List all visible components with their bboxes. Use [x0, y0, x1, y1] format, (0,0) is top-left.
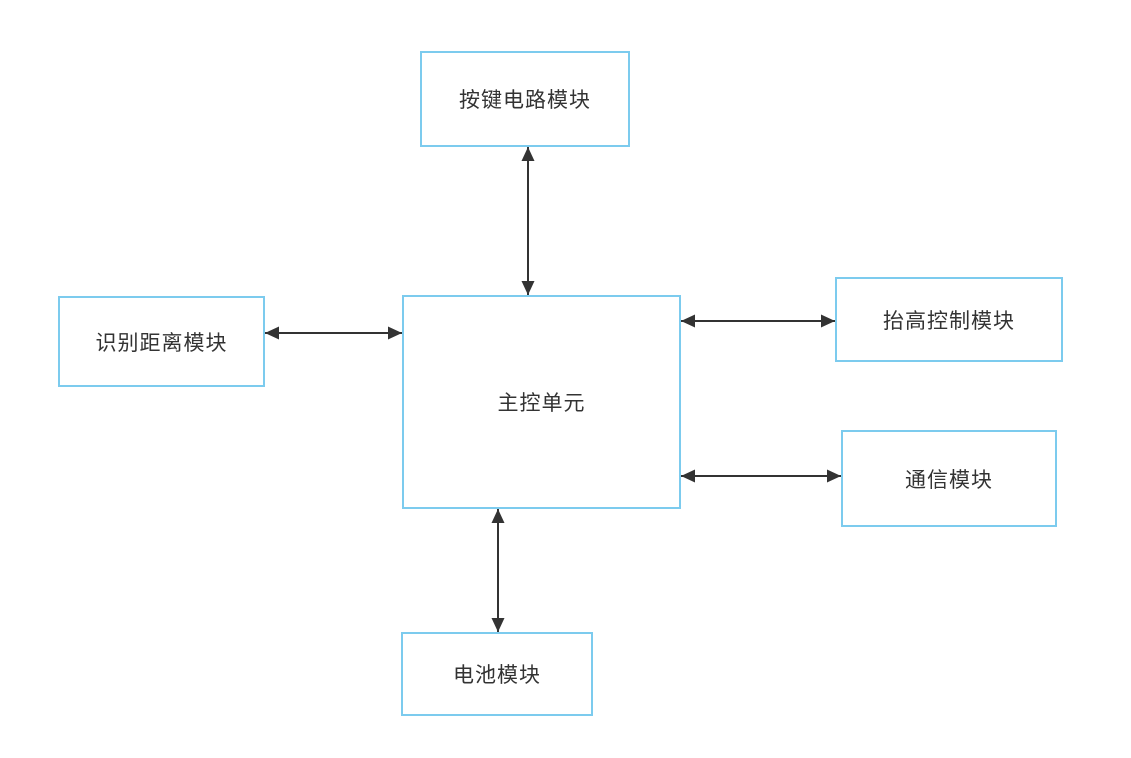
node-label: 识别距离模块: [95, 331, 228, 355]
node-communication-module: 通信模块: [841, 430, 1057, 527]
node-battery-module: 电池模块: [401, 632, 593, 716]
node-lift-control-module: 抬高控制模块: [835, 277, 1063, 362]
node-label: 通信模块: [905, 468, 993, 492]
node-distance-recognition-module: 识别距离模块: [58, 296, 265, 387]
node-label: 抬高控制模块: [883, 309, 1015, 333]
node-keypad-circuit-module: 按键电路模块: [420, 51, 630, 147]
node-label: 主控单元: [497, 392, 586, 415]
node-label: 电池模块: [453, 664, 541, 687]
node-main-control-unit: 主控单元: [402, 295, 681, 509]
node-label: 按键电路模块: [459, 89, 591, 112]
